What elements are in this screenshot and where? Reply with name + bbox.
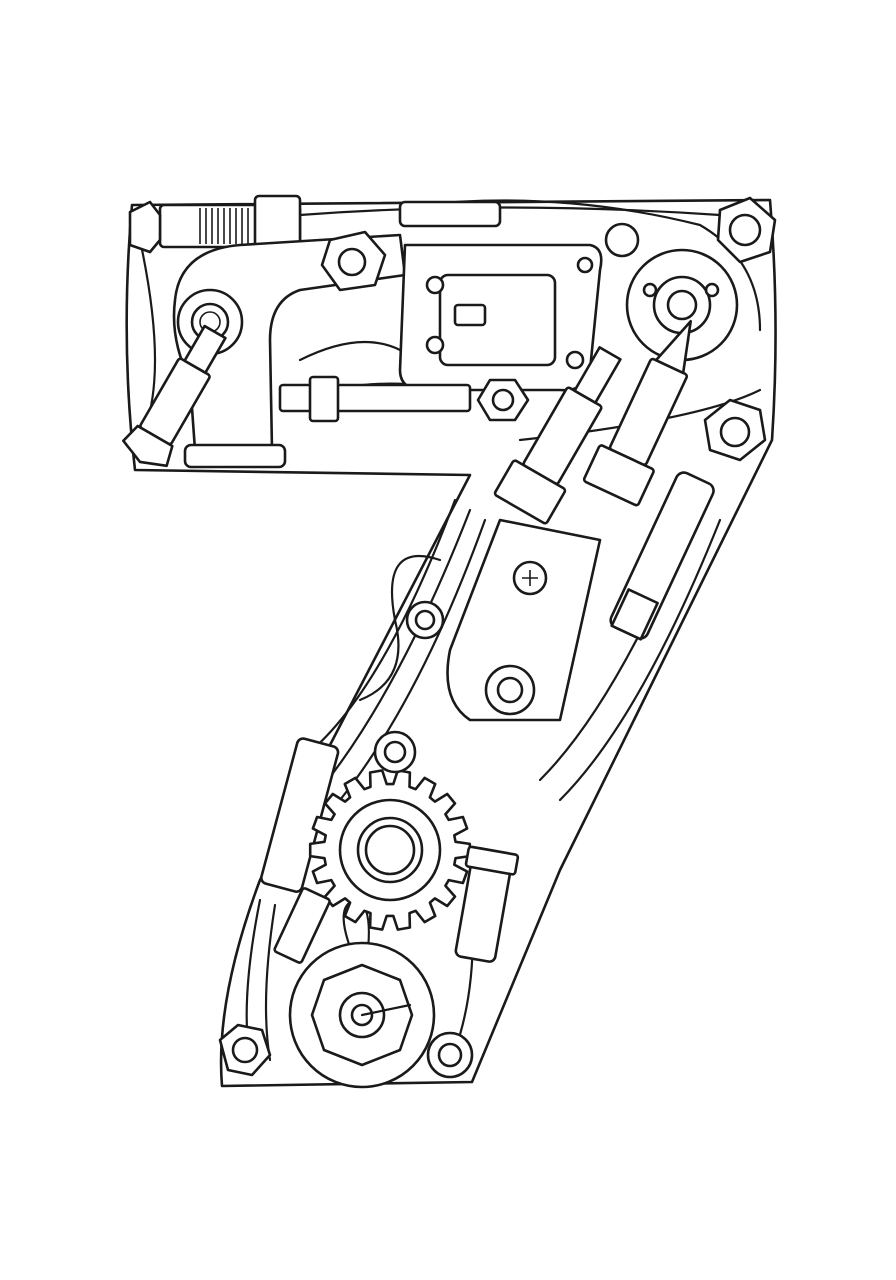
horizontal-rod [278, 375, 530, 423]
right-cylinder [609, 471, 715, 641]
gear [308, 769, 472, 931]
lower-spark-plug [273, 887, 331, 964]
top-cylinder [398, 200, 502, 228]
gear-bore [364, 824, 416, 876]
spark-plug-1 [493, 346, 622, 525]
bracket-plate [398, 243, 603, 392]
ring [604, 222, 640, 258]
lower-right-cylinder [454, 845, 520, 963]
top-bolt [128, 194, 302, 256]
spark-plug-2 [582, 319, 693, 507]
left-spark-plug [122, 324, 227, 468]
bottom-pulley [288, 941, 436, 1089]
central-housing [405, 518, 602, 722]
